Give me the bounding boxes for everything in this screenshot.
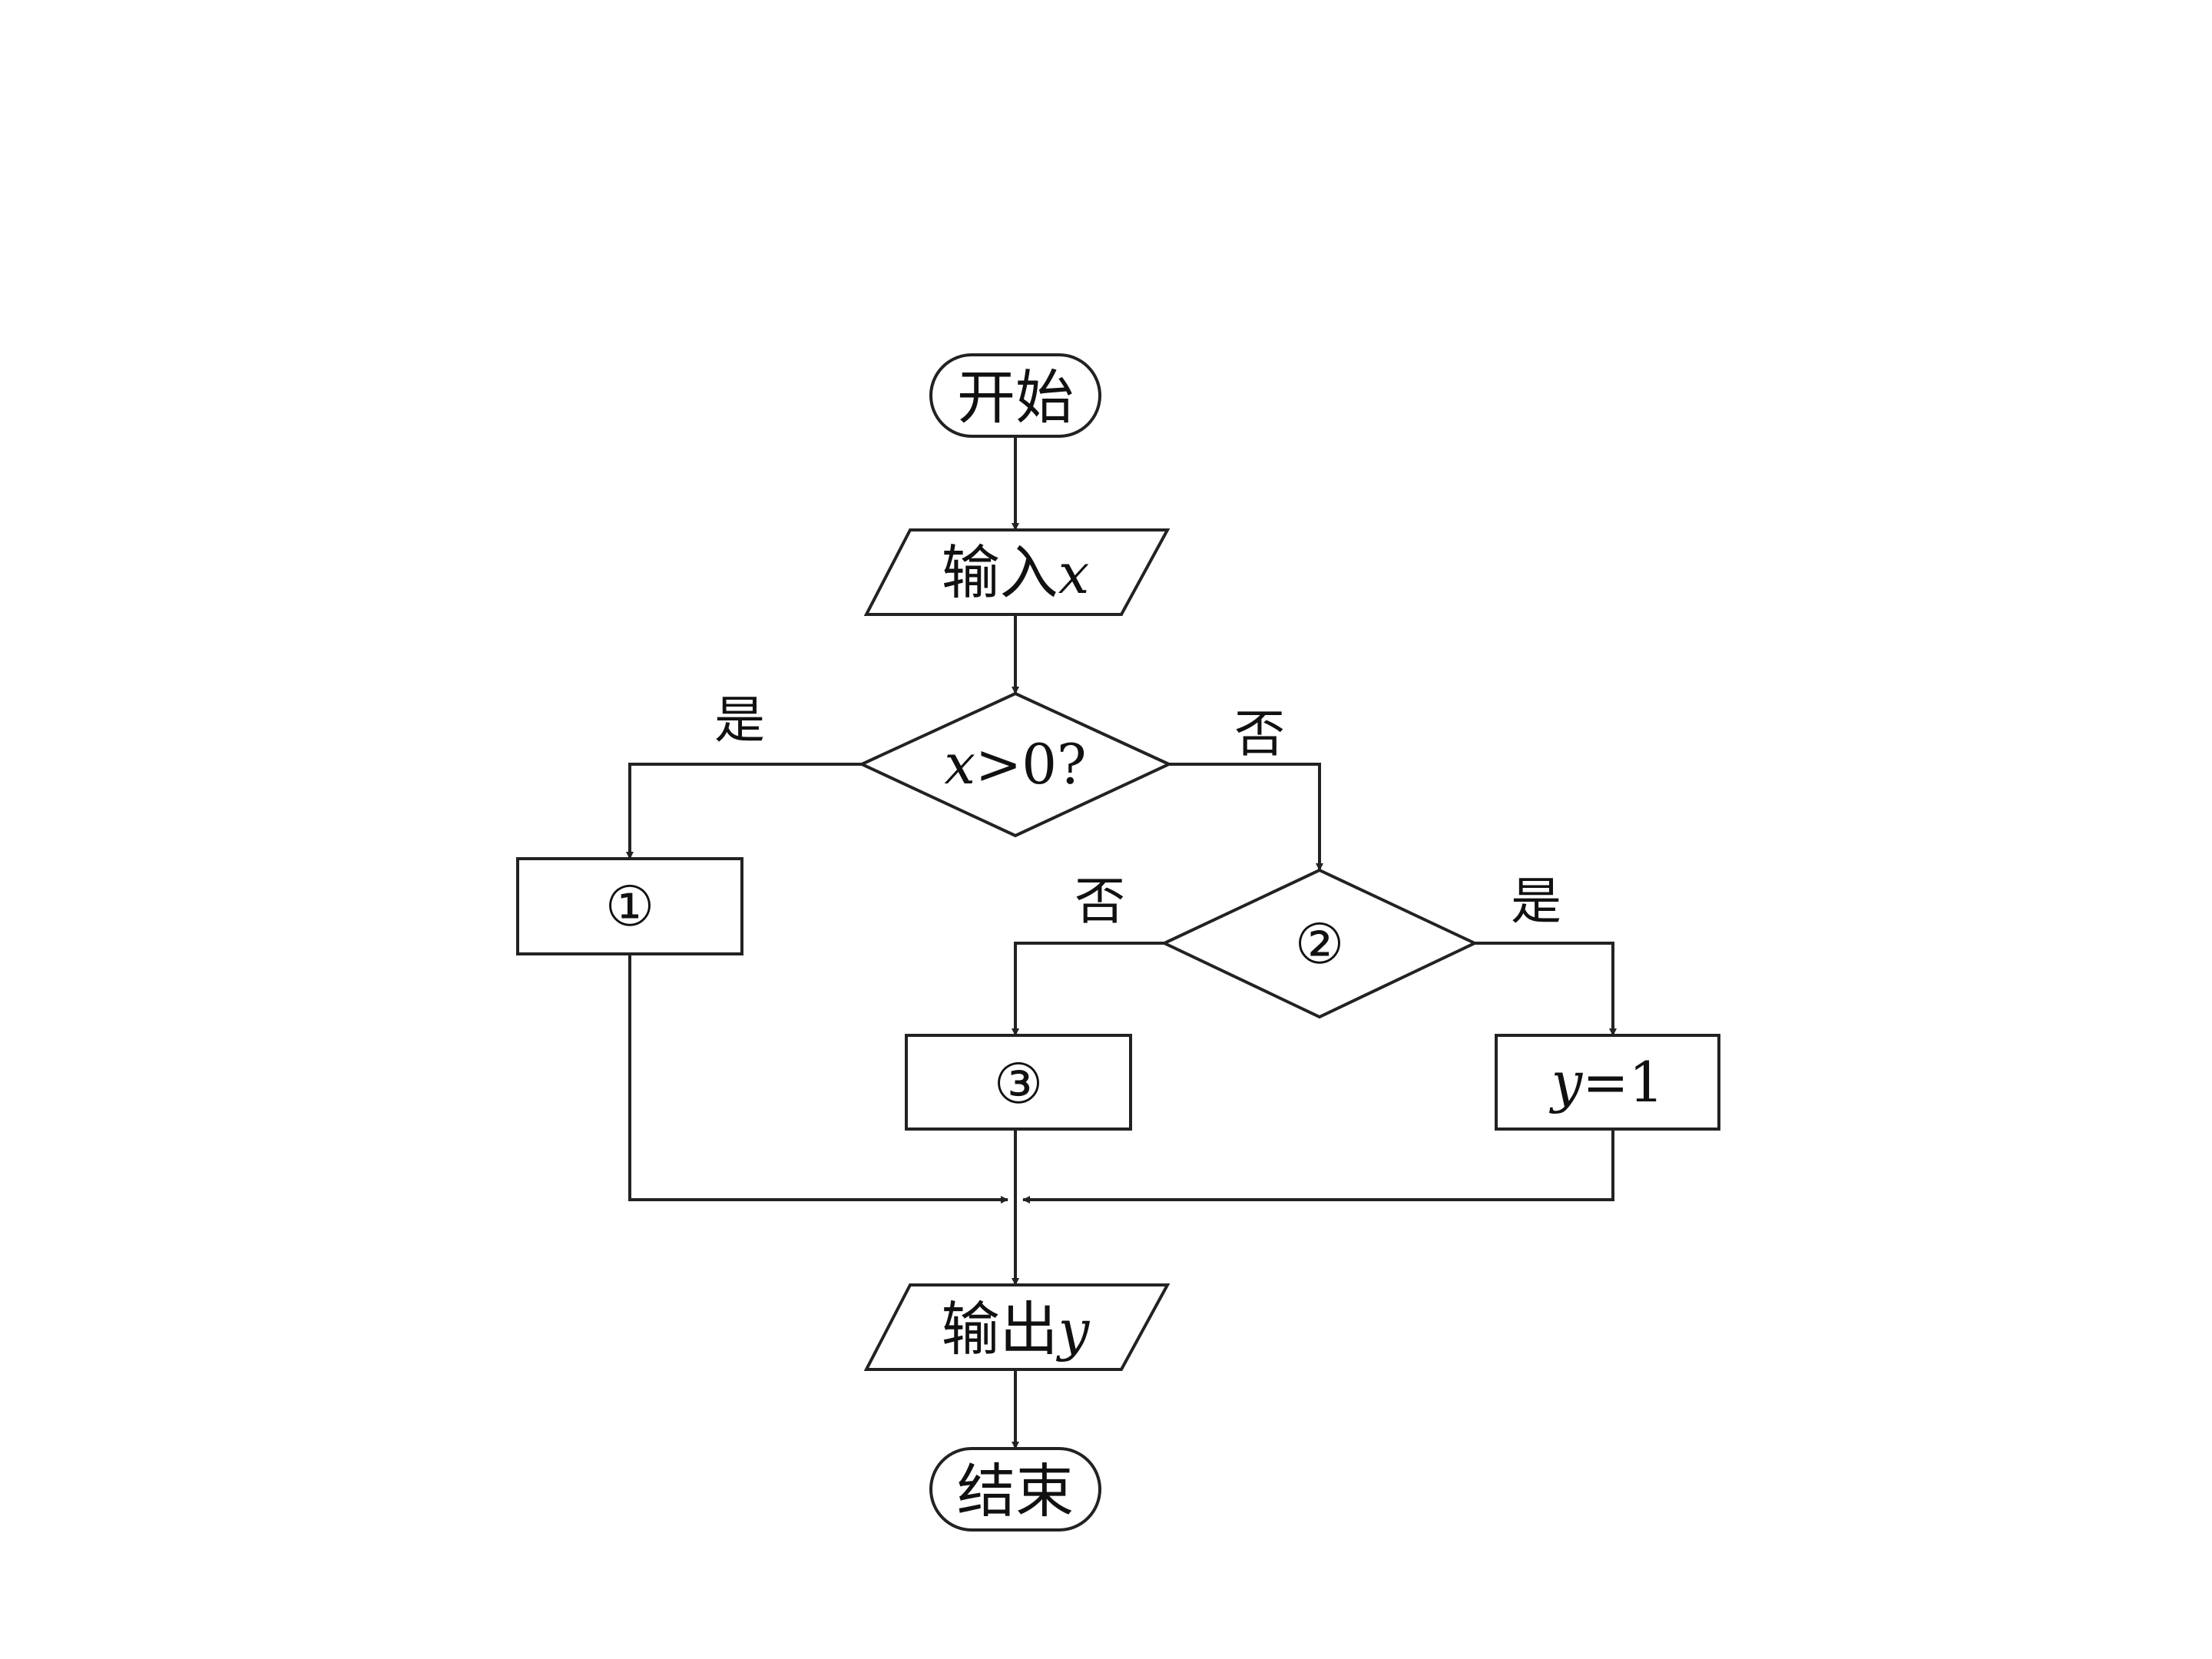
node-output: 输出y — [863, 1283, 1171, 1371]
end-label: 结束 — [957, 1457, 1074, 1525]
end-terminal-shape — [929, 1447, 1101, 1532]
output-variable: y — [1056, 1298, 1091, 1363]
decision2-label: ② — [1295, 912, 1345, 976]
input-label: 输入x — [942, 538, 1090, 607]
node-end: 结束 — [929, 1447, 1101, 1532]
box1-label: ① — [605, 874, 655, 939]
decision1-variable: x — [944, 732, 975, 796]
decision2-yes-label: 是 — [1511, 872, 1561, 931]
decision1-no-label: 否 — [1234, 704, 1285, 763]
decision2-diamond-shape — [1161, 868, 1479, 1019]
start-terminal-shape — [929, 353, 1101, 438]
assign-variable: y — [1549, 1050, 1584, 1114]
box3-label: ③ — [994, 1051, 1044, 1116]
node-assign: y=1 — [1495, 1034, 1720, 1131]
input-parallelogram-shape — [863, 528, 1171, 616]
edge-decision2-yes-assign — [1475, 942, 1617, 1036]
edge-decision1-no-decision2 — [1169, 763, 1323, 871]
node-box1: ① — [516, 857, 743, 955]
node-decision1: x>0? — [858, 691, 1173, 838]
box1-process-shape — [516, 857, 743, 955]
edge-assign-merge — [1022, 1129, 1614, 1204]
output-parallelogram-shape — [863, 1283, 1171, 1371]
decision1-diamond-shape — [858, 691, 1173, 838]
assign-value: =1 — [1582, 1050, 1664, 1114]
node-decision2: ② — [1161, 868, 1479, 1019]
edge-box1-merge — [628, 954, 1008, 1204]
edge-decision2-no-box3 — [1012, 942, 1164, 1036]
node-box3: ③ — [905, 1034, 1132, 1131]
edge-decision1-yes-box1 — [626, 763, 862, 859]
connectors — [626, 436, 1617, 1449]
decision2-no-label: 否 — [1075, 872, 1125, 931]
output-text: 输出 — [942, 1295, 1058, 1363]
assign-label: y=1 — [1549, 1050, 1664, 1114]
output-label: 输出y — [942, 1295, 1091, 1363]
assign-process-shape — [1495, 1034, 1720, 1131]
decision1-label: x>0? — [944, 732, 1086, 796]
node-input: 输入x — [863, 528, 1171, 616]
input-text: 输入 — [942, 538, 1058, 607]
node-start: 开始 — [929, 353, 1101, 438]
decision1-condition: >0? — [975, 732, 1087, 796]
box3-process-shape — [905, 1034, 1132, 1131]
decision1-yes-label: 是 — [714, 690, 765, 750]
input-variable: x — [1058, 541, 1090, 606]
start-label: 开始 — [957, 363, 1074, 432]
